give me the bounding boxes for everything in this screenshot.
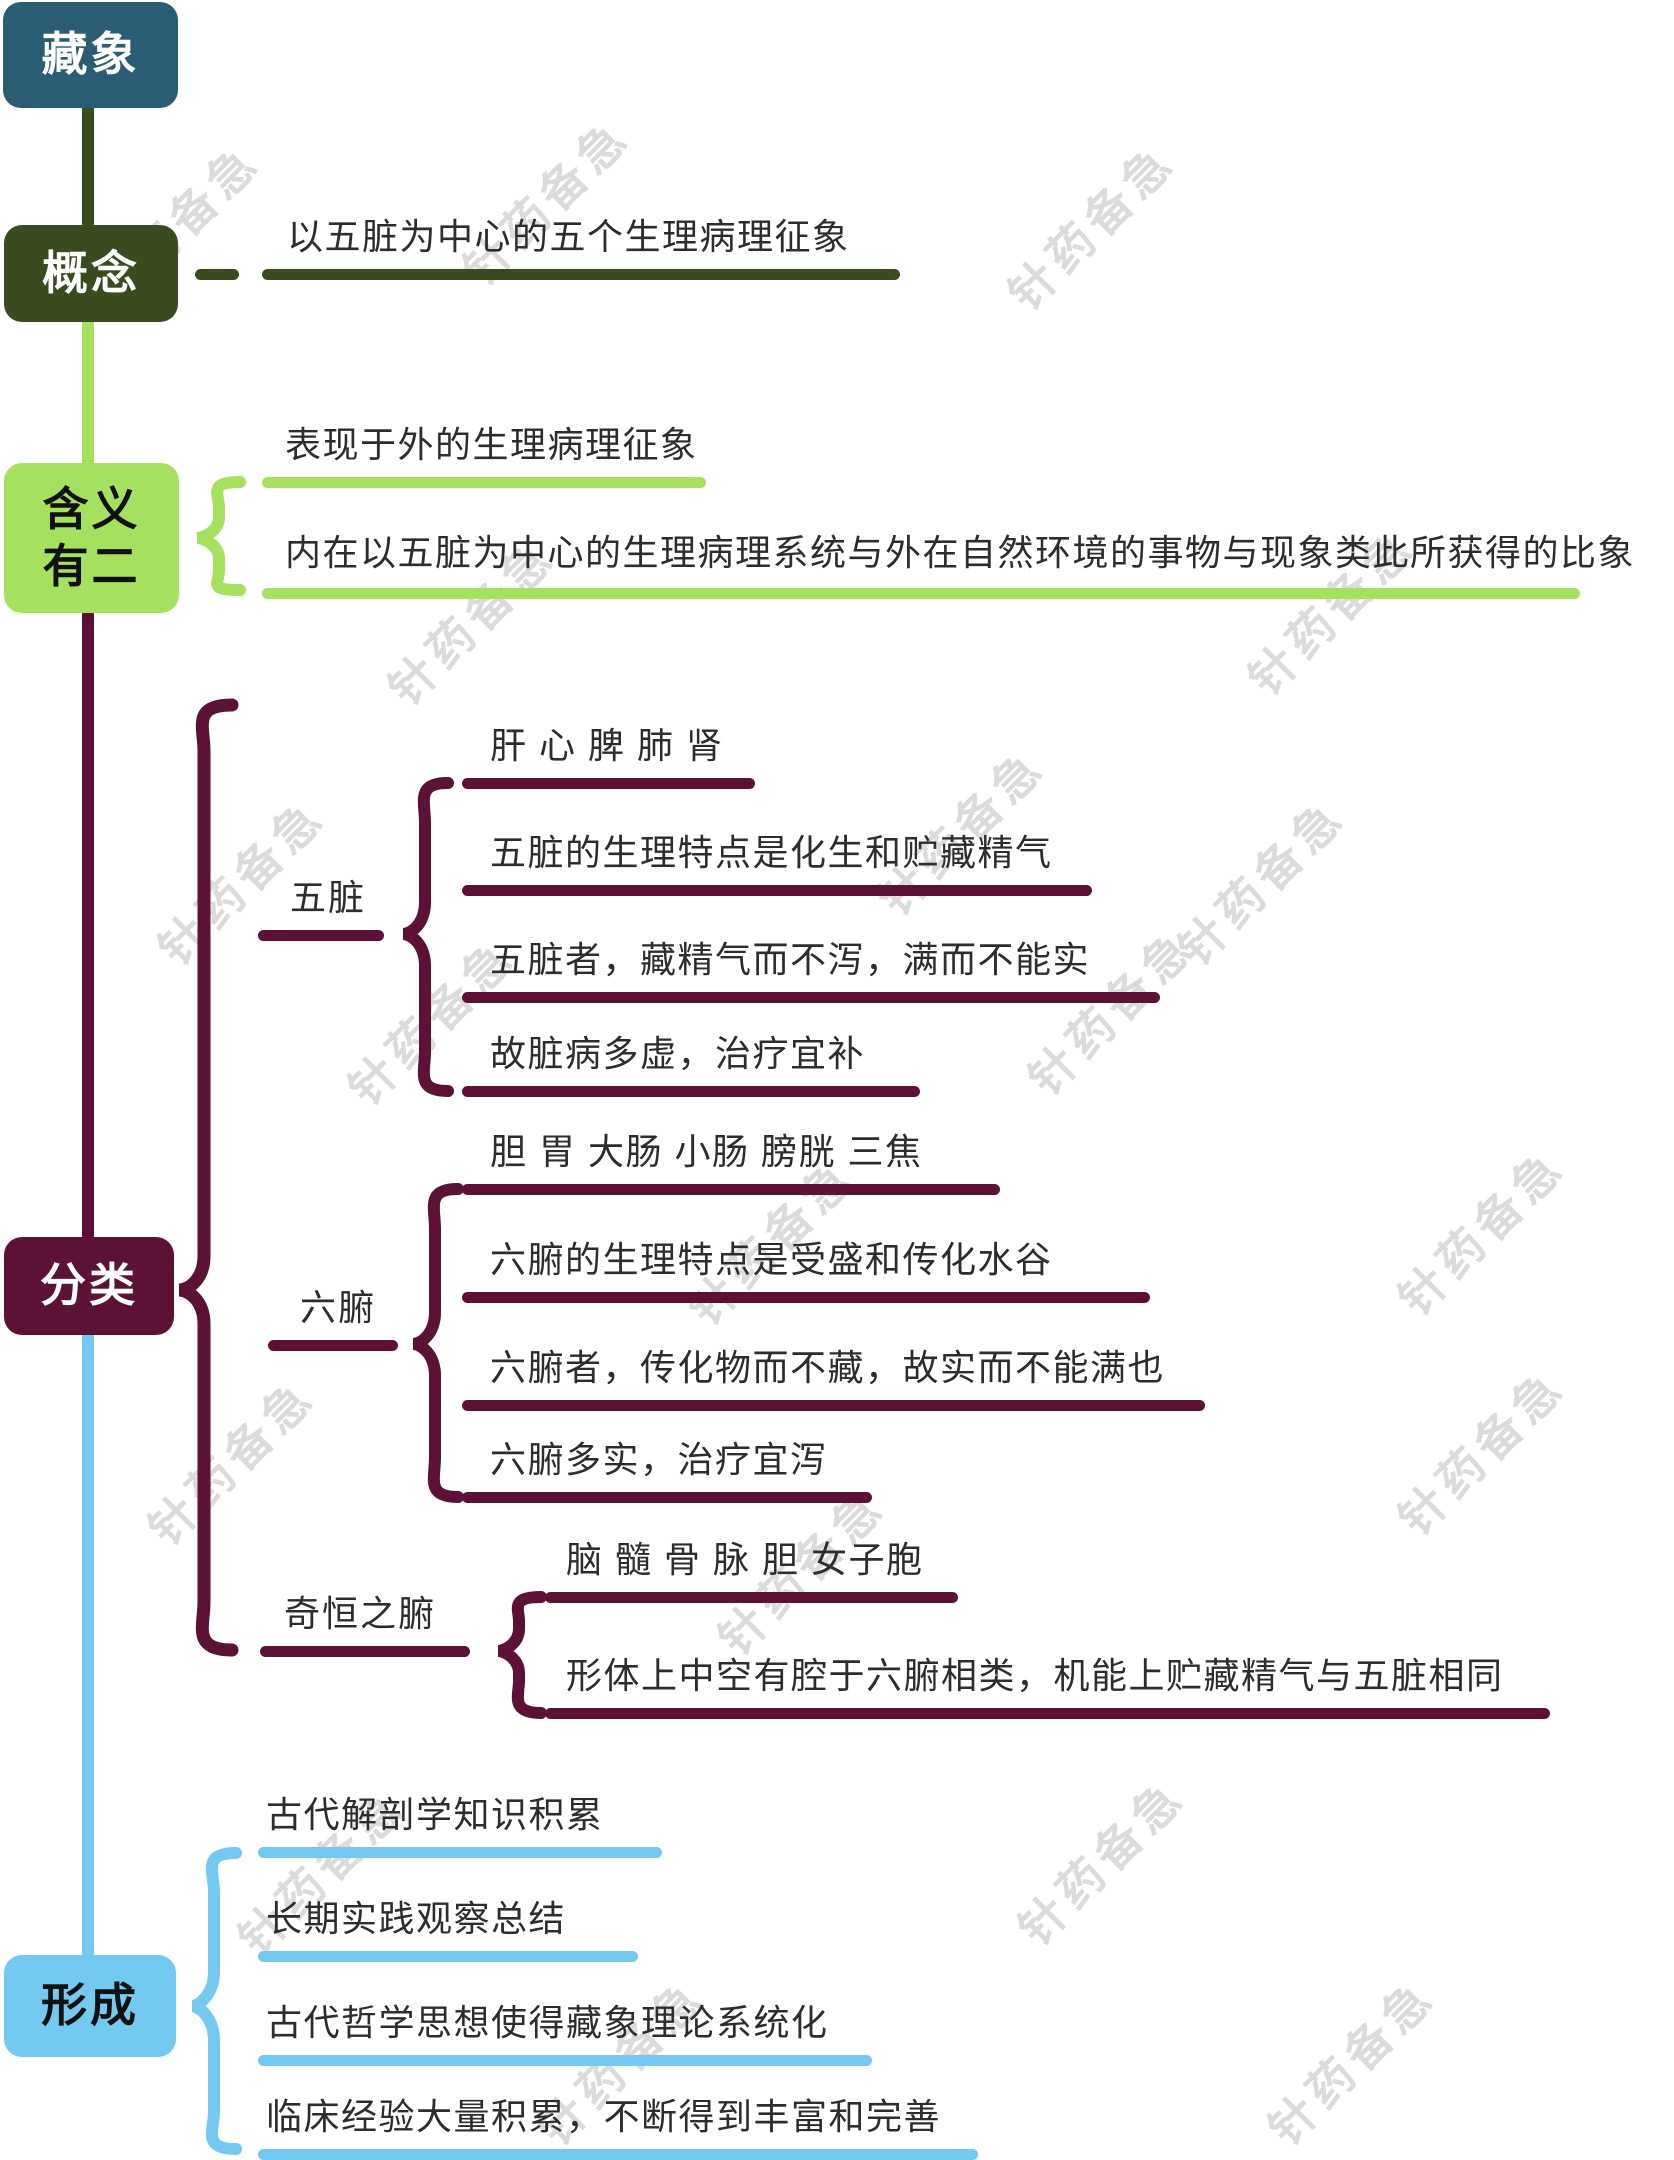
wuzang-leaf-underline: [462, 992, 1160, 1003]
concept-node-label: 概念: [42, 246, 140, 299]
formation-leaf-text[interactable]: 长期实践观察总结: [266, 1898, 567, 1939]
wuzang-brace: [402, 777, 454, 1097]
formation-node[interactable]: 形成: [4, 1955, 176, 2057]
concept-leaf-underline: [262, 269, 900, 280]
meaning-leaf-text[interactable]: 表现于外的生理病理征象: [285, 424, 698, 465]
wuzang-leaf-text[interactable]: 故脏病多虚，治疗宜补: [490, 1033, 866, 1074]
meaning-leaf-text[interactable]: 内在以五脏为中心的生理病理系统与外在自然环境的事物与现象类此所获得的比象: [285, 532, 1636, 573]
wuzang-leaf-underline: [462, 885, 1092, 896]
qiheng-label[interactable]: 奇恒之腑: [284, 1593, 437, 1634]
wuzang-leaf-text[interactable]: 五脏者，藏精气而不泻，满而不能实: [490, 939, 1091, 980]
liufu-brace: [412, 1183, 464, 1503]
connector-concept-meaning: [82, 318, 94, 468]
concept-leaf-text[interactable]: 以五脏为中心的五个生理病理征象: [287, 216, 850, 257]
liufu-leaf-text[interactable]: 六腑者，传化物而不藏，故实而不能满也: [490, 1347, 1166, 1388]
liufu-leaf-text[interactable]: 胆 胃 大肠 小肠 膀胱 三焦: [490, 1131, 923, 1172]
formation-leaf-text[interactable]: 古代哲学思想使得藏象理论系统化: [266, 2002, 829, 2043]
wuzang-label-underline: [258, 930, 384, 941]
meaning-leaf-underline: [262, 477, 706, 488]
formation-leaf-underline: [258, 1951, 638, 1962]
formation-leaf-underline: [258, 2055, 872, 2066]
wuzang-label[interactable]: 五脏: [290, 877, 367, 918]
classification-node-label: 分类: [40, 1259, 138, 1312]
liufu-leaf-underline: [462, 1184, 1000, 1195]
wuzang-leaf-underline: [462, 1086, 920, 1097]
meaning-node[interactable]: 含义 有二: [4, 463, 179, 613]
connector-meaning-classification: [82, 608, 94, 1243]
classification-brace: [178, 698, 239, 1657]
concept-link-dash: [195, 269, 239, 280]
liufu-leaf-text[interactable]: 六腑多实，治疗宜泻: [490, 1439, 828, 1480]
classification-node[interactable]: 分类: [4, 1237, 174, 1335]
connector-root-concept: [82, 100, 94, 230]
wuzang-leaf-text[interactable]: 肝 心 脾 肺 肾: [490, 725, 724, 766]
liufu-leaf-text[interactable]: 六腑的生理特点是受盛和传化水谷: [490, 1239, 1053, 1280]
formation-leaf-text[interactable]: 古代解剖学知识积累: [266, 1794, 604, 1835]
wuzang-leaf-text[interactable]: 五脏的生理特点是化生和贮藏精气: [490, 832, 1053, 873]
root-node-label: 藏象: [41, 28, 140, 81]
qiheng-leaf-underline: [545, 1592, 958, 1603]
formation-leaf-underline: [258, 1847, 662, 1858]
formation-leaf-underline: [258, 2149, 978, 2160]
liufu-leaf-underline: [462, 1400, 1205, 1411]
qiheng-leaf-text[interactable]: 脑 髓 骨 脉 胆 女子胞: [566, 1539, 924, 1580]
meaning-node-label-line1: 含义: [42, 482, 141, 535]
meaning-leaf-underline: [262, 588, 1580, 599]
liufu-leaf-underline: [462, 1492, 872, 1503]
meaning-brace: [196, 476, 246, 596]
qiheng-leaf-text[interactable]: 形体上中空有腔于六腑相类，机能上贮藏精气与五脏相同: [566, 1655, 1504, 1696]
connector-classification-formation: [82, 1330, 94, 1960]
qiheng-leaf-underline: [545, 1708, 1550, 1719]
qiheng-brace: [497, 1591, 547, 1719]
qiheng-label-underline: [260, 1646, 470, 1657]
root-node-zangxiang[interactable]: 藏象: [3, 2, 178, 108]
formation-brace: [190, 1847, 242, 2155]
concept-node[interactable]: 概念: [4, 225, 178, 322]
wuzang-leaf-underline: [462, 778, 755, 789]
liufu-leaf-underline: [462, 1292, 1150, 1303]
formation-node-label: 形成: [41, 1979, 139, 2032]
formation-leaf-text[interactable]: 临床经验大量积累，不断得到丰富和完善: [266, 2096, 942, 2137]
meaning-node-label-line2: 有二: [42, 540, 141, 592]
liufu-label-underline: [268, 1340, 398, 1351]
liufu-label[interactable]: 六腑: [300, 1287, 377, 1328]
